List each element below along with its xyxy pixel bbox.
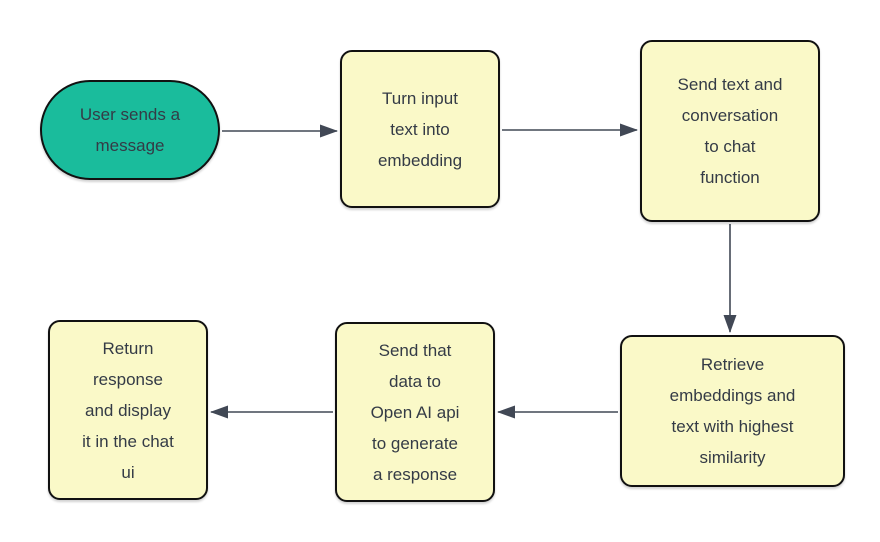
node-send-data-to-openai-api: Send that data to Open AI api to generat… bbox=[335, 322, 495, 502]
node-start-user-sends-message: User sends a message bbox=[40, 80, 220, 180]
node-label: Send that data to Open AI api to generat… bbox=[370, 340, 460, 484]
node-label: Send text and conversation to chat funct… bbox=[677, 75, 783, 187]
node-label: Turn input text into embedding bbox=[377, 88, 463, 170]
node-send-text-to-chat-function: Send text and conversation to chat funct… bbox=[640, 40, 820, 222]
node-label: Retrieve embeddings and text with highes… bbox=[669, 355, 796, 467]
node-label: Return response and display it in the ch… bbox=[82, 338, 174, 482]
node-return-response-display-chat-ui: Return response and display it in the ch… bbox=[48, 320, 208, 500]
node-label: User sends a message bbox=[79, 105, 181, 155]
node-retrieve-embeddings-highest-similarity: Retrieve embeddings and text with highes… bbox=[620, 335, 845, 487]
node-turn-input-into-embedding: Turn input text into embedding bbox=[340, 50, 500, 208]
